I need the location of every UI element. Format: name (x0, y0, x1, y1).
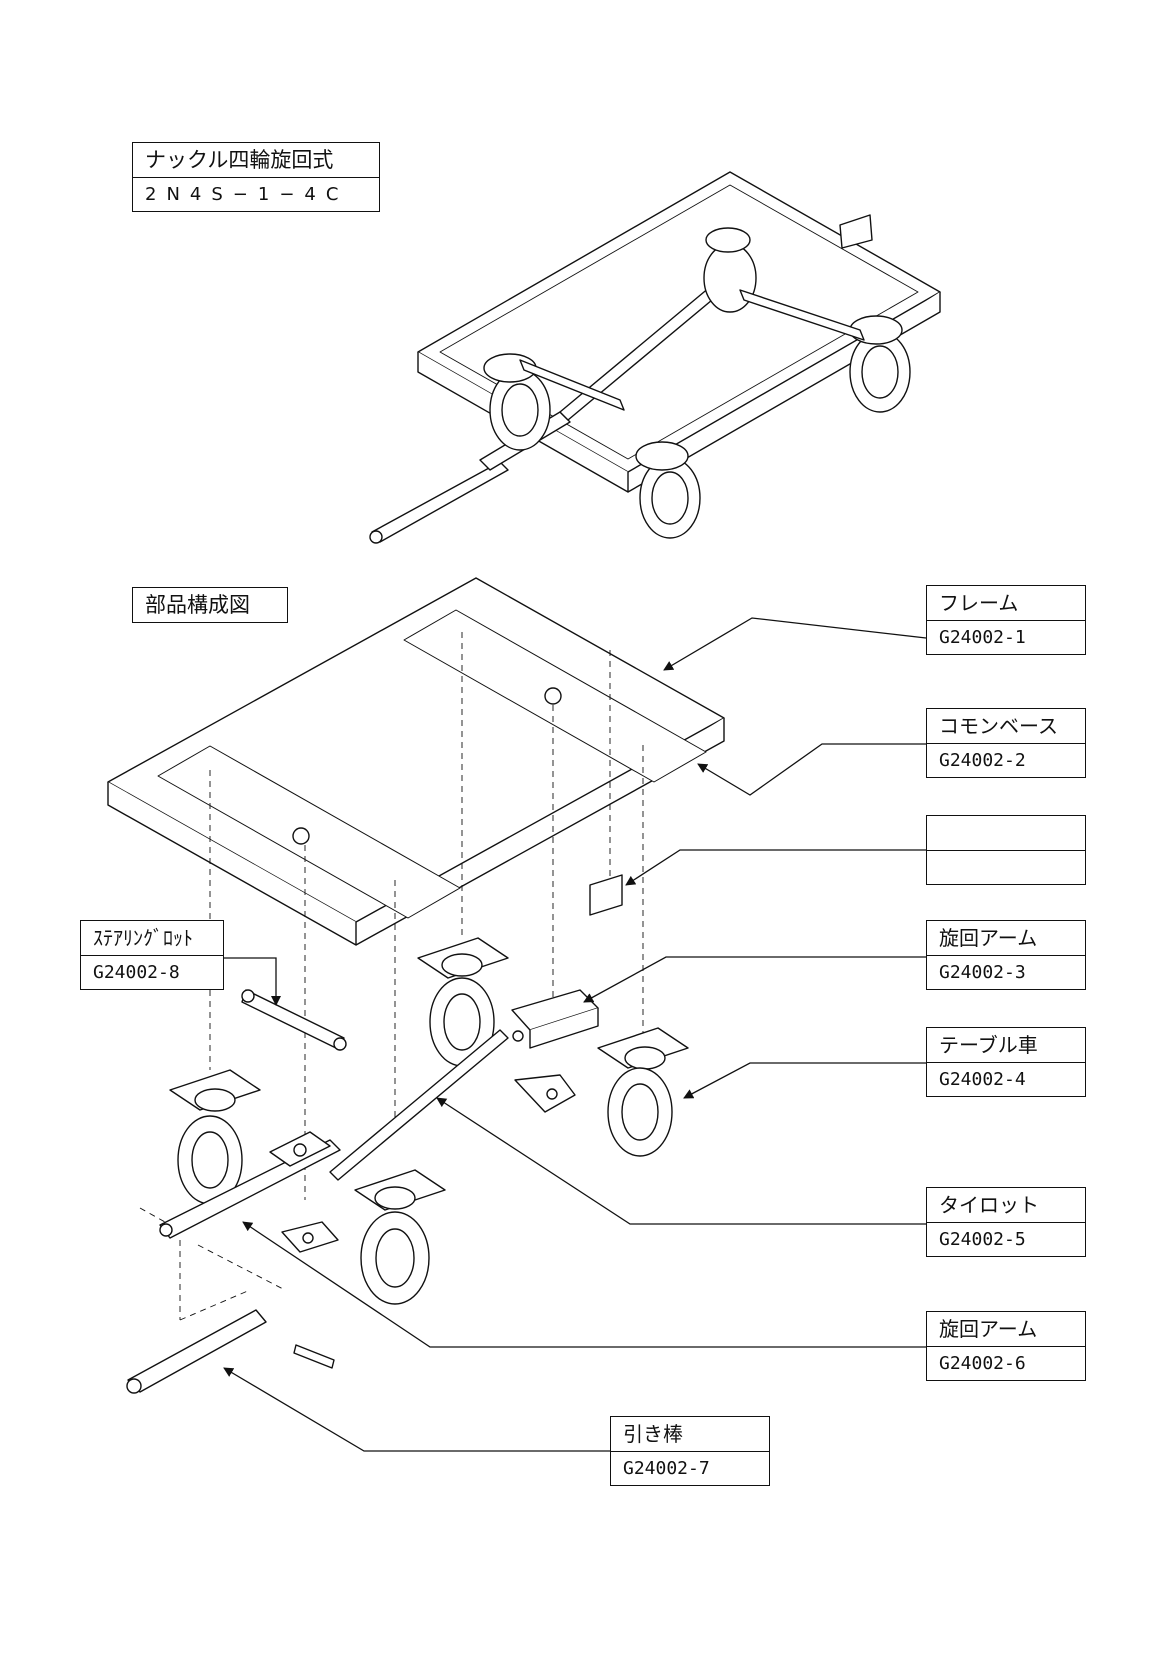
part-label-swivel-arm-6: 旋回アーム G24002-6 (926, 1311, 1086, 1381)
title-block: ナックル四輪旋回式 2N4S−1−4C (132, 142, 380, 212)
part-label-swivel-arm-3: 旋回アーム G24002-3 (926, 920, 1086, 990)
section-title-box: 部品構成図 (132, 587, 288, 623)
section-title: 部品構成図 (145, 593, 250, 617)
part-name: ｽﾃｱﾘﾝｸﾞﾛｯﾄ (93, 926, 193, 950)
model-number: 2N4S−1−4C (133, 177, 379, 211)
exploded-view-illustration (107, 577, 725, 1394)
part-name (927, 816, 1085, 850)
part-code: G24002-7 (611, 1451, 769, 1485)
part-code: G24002-1 (927, 620, 1085, 654)
part-code: G24002-5 (927, 1222, 1085, 1256)
part-name: 引き棒 (623, 1422, 683, 1446)
part-label-table-wheel: テーブル車 G24002-4 (926, 1027, 1086, 1097)
part-label-common-base: コモンベース G24002-2 (926, 708, 1086, 778)
assembled-cart-illustration (369, 171, 941, 544)
part-name: タイロット (939, 1193, 1039, 1217)
part-code: G24002-4 (927, 1062, 1085, 1096)
part-name: テーブル車 (939, 1033, 1038, 1057)
part-label-blank (926, 815, 1086, 885)
part-name: フレーム (939, 591, 1019, 615)
part-code (927, 850, 1085, 884)
part-code: G24002-8 (81, 955, 223, 989)
part-label-pull-bar: 引き棒 G24002-7 (610, 1416, 770, 1486)
part-code: G24002-3 (927, 955, 1085, 989)
part-code: G24002-6 (927, 1346, 1085, 1380)
leader-lines (222, 617, 927, 1452)
part-label-steering-rod: ｽﾃｱﾘﾝｸﾞﾛｯﾄ G24002-8 (80, 920, 224, 990)
part-name: 旋回アーム (939, 1317, 1038, 1341)
part-code: G24002-2 (927, 743, 1085, 777)
part-name: コモンベース (939, 714, 1058, 738)
part-label-tie-rod: タイロット G24002-5 (926, 1187, 1086, 1257)
part-name: 旋回アーム (939, 926, 1038, 950)
product-title: ナックル四輪旋回式 (145, 148, 334, 172)
part-label-frame: フレーム G24002-1 (926, 585, 1086, 655)
